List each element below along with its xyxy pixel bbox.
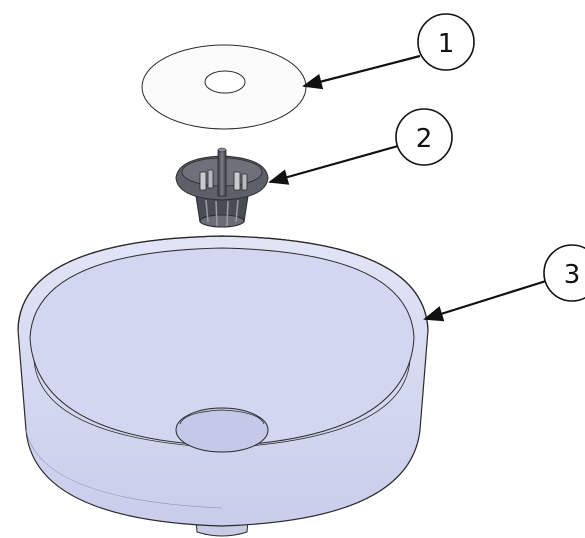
bowl-drain-inner — [179, 409, 265, 425]
callout-1-leader — [302, 54, 421, 90]
strainer-rib — [215, 200, 218, 227]
strainer-rib — [226, 200, 229, 227]
strainer-stem — [217, 149, 227, 197]
strainer-slot — [241, 173, 248, 191]
callout-2: 2 — [268, 108, 453, 185]
bowl-outer-lower-edge — [25, 429, 223, 509]
callout-2-circle — [395, 108, 453, 166]
filter-disc — [141, 44, 307, 130]
strainer-rib — [235, 199, 239, 223]
callout-1-number: 1 — [438, 29, 455, 59]
bowl-rim — [17, 235, 429, 331]
callout-3: 3 — [423, 244, 585, 322]
callout-3-circle — [543, 244, 585, 302]
strainer-bottom-rim — [199, 214, 245, 228]
callout-3-number: 3 — [564, 260, 581, 290]
strainer-stem-top — [217, 147, 227, 153]
callout-3-leader — [423, 279, 547, 322]
strainer-slot — [199, 171, 207, 191]
callout-2-leader — [268, 144, 399, 185]
bowl-drain-hole — [175, 407, 269, 453]
callout-1-circle — [417, 13, 475, 71]
strainer-rib — [205, 199, 209, 223]
callout-2-number: 2 — [416, 124, 433, 154]
callout-1: 1 — [302, 13, 475, 90]
strainer-slot — [233, 171, 241, 191]
bowl-inner-basin — [29, 247, 415, 447]
filter-disc-center-hole — [204, 70, 246, 94]
bowl — [17, 235, 429, 537]
strainer-slot — [207, 169, 214, 189]
drain-strainer — [175, 147, 269, 228]
